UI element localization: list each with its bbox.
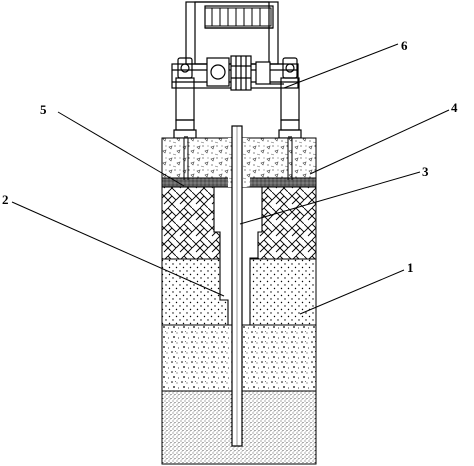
callout-1: 1 — [407, 260, 414, 275]
callout-2: 2 — [2, 192, 9, 207]
anchor-bolts — [183, 138, 293, 180]
callout-3: 3 — [422, 164, 429, 179]
callout-6: 6 — [401, 38, 408, 53]
central-pipe — [231, 125, 243, 447]
clamp-beam — [171, 55, 299, 91]
callout-5: 5 — [40, 102, 47, 117]
callout-4: 4 — [451, 100, 458, 115]
leader-lines — [11, 43, 450, 315]
hoist-drum — [204, 7, 272, 27]
top-support-frame — [185, 1, 279, 65]
